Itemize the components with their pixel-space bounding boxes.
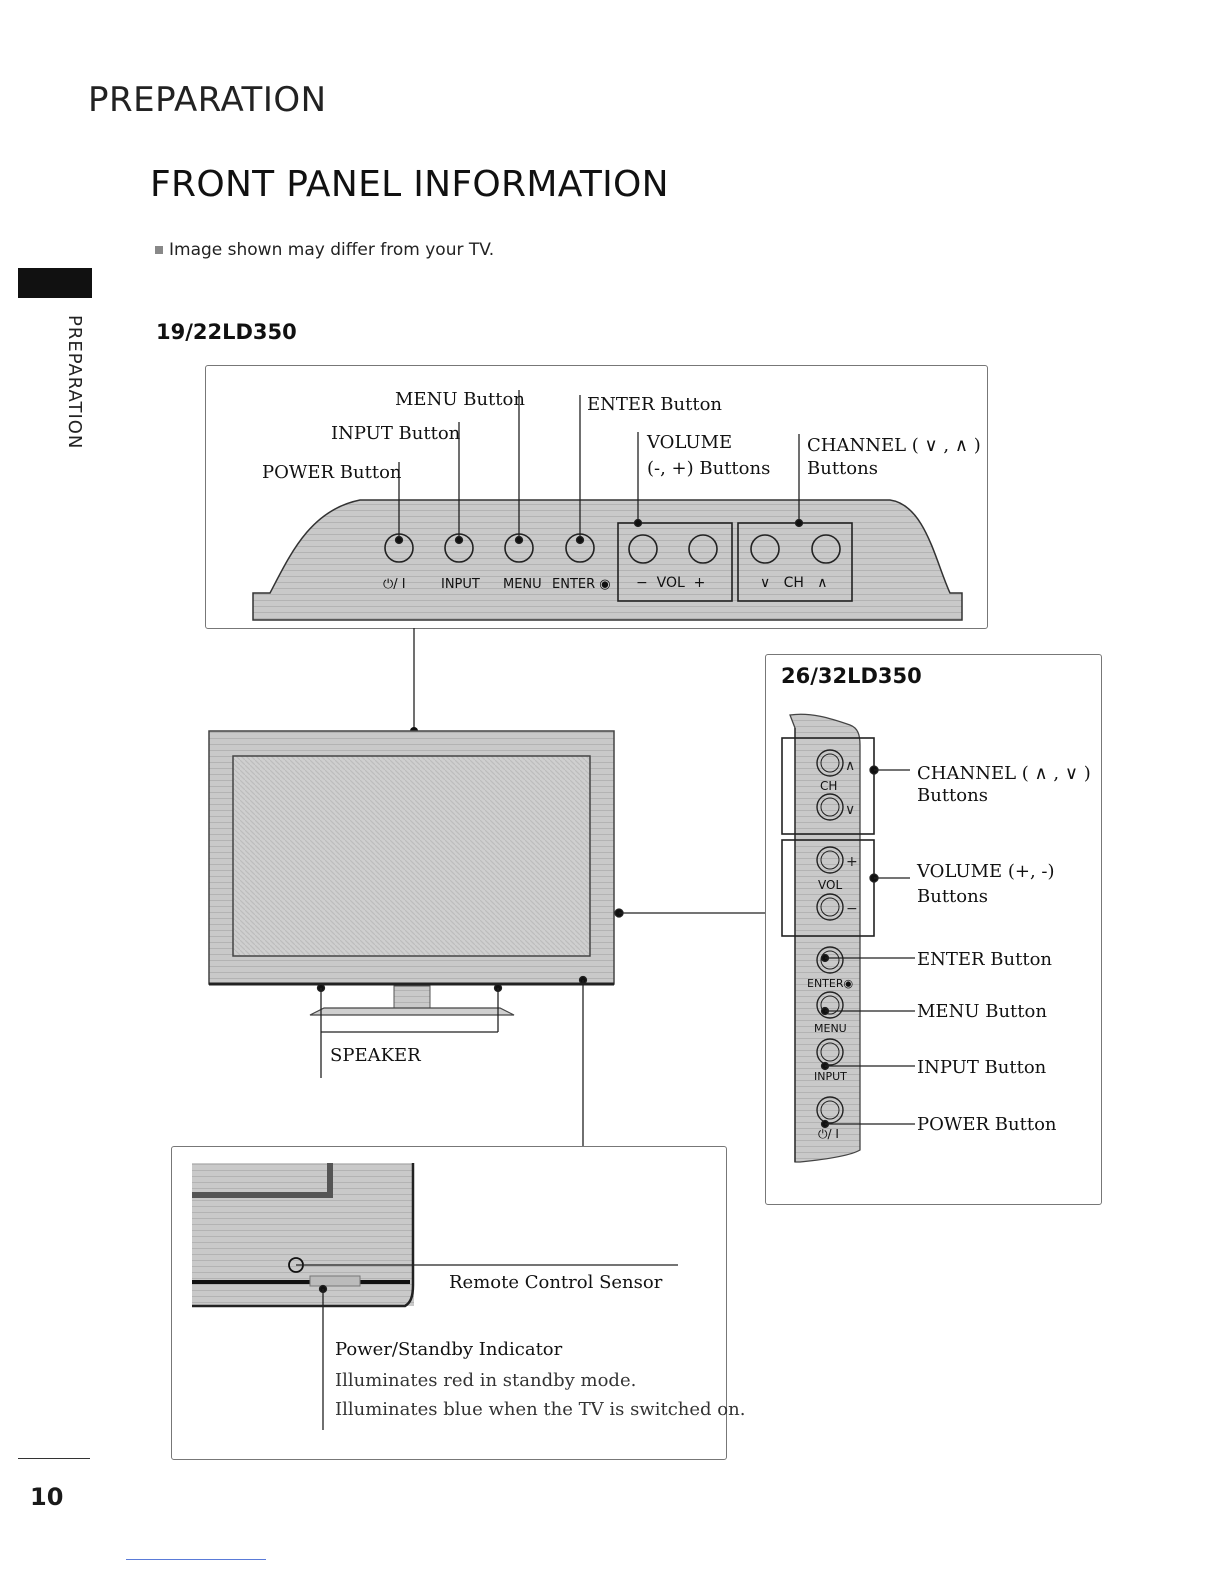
- note-text: Image shown may differ from your TV.: [155, 240, 494, 260]
- footer-rule: [18, 1458, 90, 1459]
- tv-screen: [232, 755, 591, 957]
- large-callout-enter: ENTER Button: [917, 949, 1053, 970]
- large-label-enter: ENTER◉: [807, 977, 854, 990]
- small-panel-body: [252, 499, 963, 621]
- panel-label-input: INPUT: [441, 577, 480, 592]
- large-callout-volume-line1: VOLUME (+, -): [917, 861, 1055, 882]
- remote-sensor-label: Remote Control Sensor: [449, 1272, 663, 1293]
- ch-down-shape: [750, 534, 780, 564]
- section-heading: PREPARATION: [88, 80, 327, 120]
- side-section-label: PREPARATION: [64, 315, 85, 450]
- large-label-input: INPUT: [814, 1070, 847, 1083]
- large-callout-menu: MENU Button: [917, 1001, 1047, 1022]
- side-tab-marker: [18, 268, 92, 298]
- callout-menu: MENU Button: [395, 389, 525, 410]
- large-callout-power: POWER Button: [917, 1114, 1057, 1135]
- panel-label-power: ⏻/ I: [383, 577, 406, 592]
- svg-text:−: −: [846, 901, 858, 917]
- svg-text:+: +: [846, 854, 858, 870]
- bullet-icon: [155, 246, 163, 254]
- large-callout-channel-line1: CHANNEL ( ∧ , ∨ ): [917, 763, 1091, 784]
- svg-text:∧: ∧: [845, 758, 855, 774]
- callout-channel-line1: CHANNEL ( ∨ , ∧ ): [807, 435, 981, 456]
- large-vol-frame: [781, 839, 875, 937]
- bottom-underline: [126, 1559, 266, 1560]
- page-number: 10: [30, 1483, 64, 1511]
- callout-input: INPUT Button: [331, 423, 461, 444]
- panel-label-vol: − VOL +: [636, 575, 706, 591]
- large-label-power: ⏻/ I: [818, 1127, 839, 1141]
- svg-text:∨: ∨: [845, 802, 855, 818]
- large-callout-volume-line2: Buttons: [917, 886, 988, 907]
- panel-label-menu: MENU: [503, 577, 542, 592]
- indicator-line2: Illuminates blue when the TV is switched…: [335, 1399, 746, 1420]
- panel-label-enter: ENTER ◉: [552, 577, 611, 592]
- small-model-panel-box: [205, 365, 988, 629]
- large-label-menu: MENU: [814, 1022, 847, 1035]
- tv-stand: [309, 1007, 515, 1016]
- callout-volume-line2: (-, +) Buttons: [647, 458, 771, 479]
- large-model-panel-box: [765, 654, 1102, 1205]
- vol-plus-shape: [688, 534, 718, 564]
- indicator-title: Power/Standby Indicator: [335, 1339, 563, 1360]
- callout-volume-line1: VOLUME: [647, 432, 733, 453]
- callout-enter: ENTER Button: [587, 394, 723, 415]
- callout-channel-line2: Buttons: [807, 458, 878, 479]
- indicator-line1: Illuminates red in standby mode.: [335, 1370, 637, 1391]
- panel-label-ch: ∨ CH ∧: [760, 575, 828, 591]
- note-label: Image shown may differ from your TV.: [169, 240, 495, 260]
- model-large-heading: 26/32LD350: [781, 664, 922, 688]
- page-title: FRONT PANEL INFORMATION: [150, 164, 669, 205]
- large-label-vol: VOL: [818, 878, 843, 892]
- large-callout-input: INPUT Button: [917, 1057, 1047, 1078]
- vol-minus-shape: [628, 534, 658, 564]
- speaker-label: SPEAKER: [330, 1045, 421, 1066]
- vol-group-frame: [617, 522, 733, 602]
- detail-box: [171, 1146, 727, 1460]
- large-ch-frame: [781, 737, 875, 835]
- large-label-ch: CH: [820, 779, 838, 793]
- model-small-heading: 19/22LD350: [156, 320, 297, 344]
- ch-up-shape: [811, 534, 841, 564]
- large-callout-channel-line2: Buttons: [917, 785, 988, 806]
- callout-power: POWER Button: [262, 462, 402, 483]
